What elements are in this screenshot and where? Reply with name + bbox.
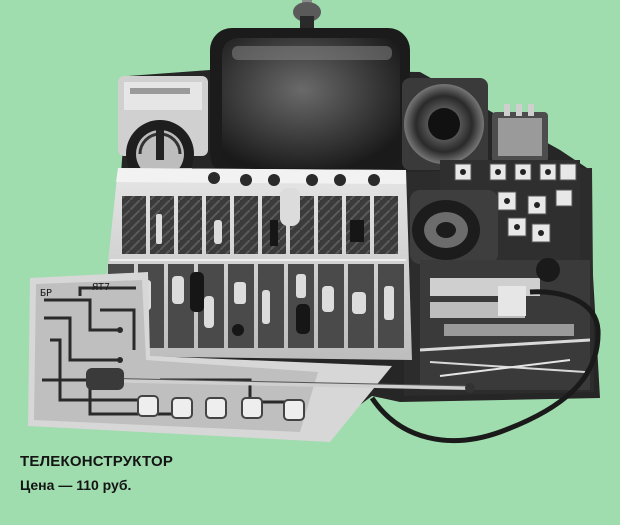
product-title: ТЕЛЕКОНСТРУКТОР (20, 453, 174, 470)
caption-block: ТЕЛЕКОНСТРУКТОР Цена — 110 руб. (20, 452, 173, 496)
board-marking-left: БР (40, 288, 52, 299)
parts-pile (419, 258, 591, 390)
telescopic-antenna (86, 368, 475, 393)
cable (369, 289, 601, 444)
crt-screen (210, 28, 410, 176)
deflection-yoke (410, 190, 498, 264)
speaker (402, 78, 488, 170)
component-tray (98, 168, 412, 360)
transformer (492, 104, 548, 162)
board-marking-right: ЯТ7 (92, 282, 110, 293)
product-price: Цена — 110 руб. (20, 477, 132, 493)
circuit-board: БР ЯТ7 (28, 272, 392, 442)
antenna (293, 0, 321, 32)
